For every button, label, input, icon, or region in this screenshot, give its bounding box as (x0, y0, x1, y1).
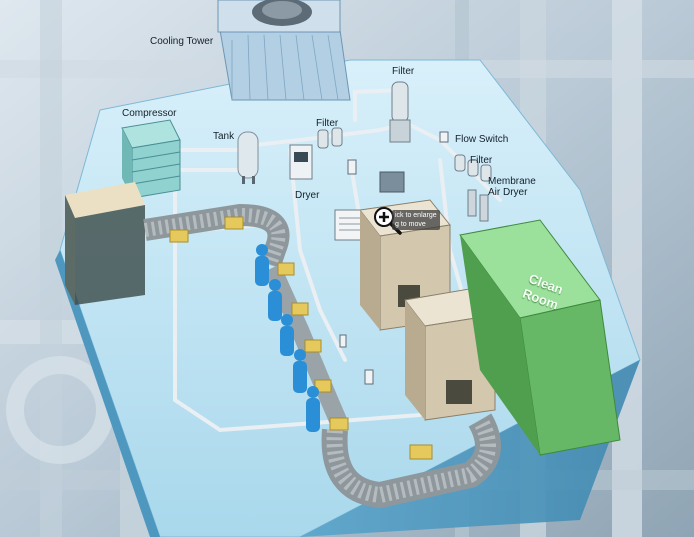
zoom-hint-line1: ick to enlarge (395, 212, 437, 219)
conveyor-upper (143, 203, 290, 269)
label-filter-mid: Filter (316, 118, 339, 129)
flow-switches (339, 131, 449, 385)
cooling-tower (217, 0, 351, 101)
label-membrane-air-dryer: Membrane Air Dryer (488, 176, 536, 198)
label-tank: Tank (213, 131, 235, 142)
dryer (289, 144, 313, 180)
label-membrane-line1: Membrane (488, 176, 536, 187)
conveyor-diagonal (263, 264, 349, 429)
filter-right (454, 154, 492, 182)
label-compressor: Compressor (122, 108, 177, 119)
label-filter-right: Filter (470, 155, 493, 166)
clean-room (459, 219, 621, 456)
label-flow-switch: Flow Switch (455, 134, 509, 145)
label-dryer: Dryer (295, 190, 320, 201)
filter-mid (317, 127, 343, 149)
membrane-air-dryer (467, 189, 489, 222)
label-membrane-line2: Air Dryer (488, 187, 528, 198)
label-filter-top: Filter (392, 66, 415, 77)
zoom-hint-line2: g to move (395, 221, 426, 228)
conveyor-lower (321, 413, 501, 509)
tank (237, 131, 259, 184)
loading-unit (65, 182, 145, 305)
filter-top (389, 81, 411, 143)
label-cooling-tower: Cooling Tower (150, 36, 214, 47)
zoom-hint[interactable]: ick to enlarge g to move (372, 205, 458, 235)
compressor (121, 119, 181, 199)
workers (255, 244, 320, 432)
zoom-hint-text: ick to enlarge g to move (392, 210, 440, 230)
